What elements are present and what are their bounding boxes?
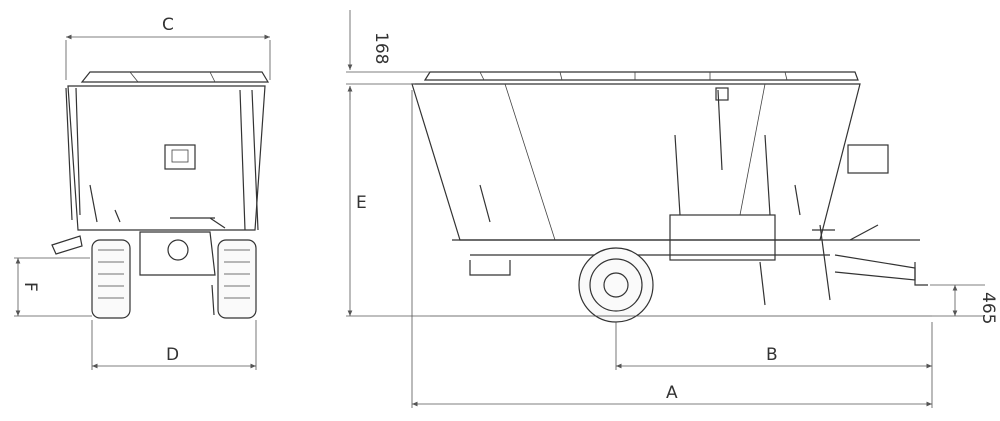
- label-d: D: [166, 345, 179, 365]
- control-box-icon: [164, 144, 196, 170]
- dimension-b: B: [615, 322, 933, 408]
- dimension-465: 465: [930, 284, 998, 324]
- label-465: 465: [978, 292, 998, 324]
- label-b: B: [766, 345, 778, 365]
- side-view: [411, 71, 932, 323]
- left-tire-icon: [91, 239, 131, 319]
- label-c: C: [162, 15, 174, 35]
- label-e: E: [356, 193, 367, 213]
- label-168: 168: [371, 32, 391, 64]
- dimension-d: D: [91, 320, 257, 370]
- front-view: [51, 71, 270, 319]
- dimension-a: A: [411, 90, 932, 408]
- dimension-f: F: [14, 257, 92, 317]
- right-tire-icon: [217, 239, 257, 319]
- label-a: A: [666, 383, 678, 403]
- label-f: F: [20, 282, 40, 292]
- dimension-c: C: [65, 15, 271, 80]
- dimension-168: 168: [346, 10, 430, 100]
- dimension-e: E: [346, 86, 430, 317]
